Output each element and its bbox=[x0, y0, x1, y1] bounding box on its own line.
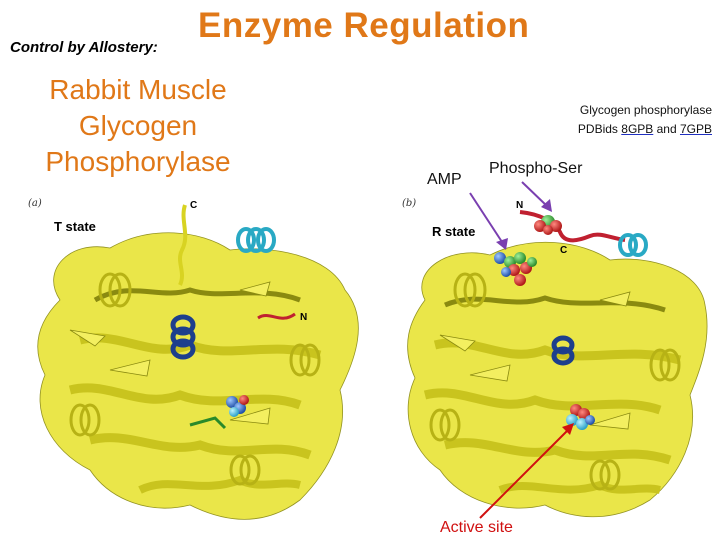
t-state-c-terminus: C bbox=[190, 200, 198, 211]
r-state-n-terminus: N bbox=[516, 200, 524, 211]
phospho-ser-balls bbox=[534, 215, 562, 235]
t-state-n-loop bbox=[257, 312, 296, 320]
subject-title: Rabbit Muscle Glycogen Phosphorylase bbox=[22, 72, 254, 180]
pdb-note-line1: Glycogen phosphorylase bbox=[579, 103, 712, 117]
panel-a-letter: (a) bbox=[28, 198, 42, 209]
subject-line-3: Phosphorylase bbox=[45, 146, 231, 177]
pdb-link-8gpb[interactable]: 8GPB bbox=[621, 122, 654, 136]
r-state-label: R state bbox=[432, 224, 476, 239]
r-state-helix-dark bbox=[551, 335, 575, 366]
phospho-ser-arrow bbox=[521, 181, 552, 212]
r-state-c-terminus: C bbox=[560, 245, 568, 256]
active-site-label: Active site bbox=[440, 519, 513, 536]
pdb-note-line2: PDBids 8GPB and 7GPB bbox=[530, 120, 712, 139]
pdb-note: Glycogen phosphorylase PDBids 8GPB and 7… bbox=[530, 101, 712, 139]
t-state-helix-dark bbox=[170, 314, 196, 360]
t-state-label: T state bbox=[54, 219, 96, 234]
amp-balls bbox=[494, 252, 537, 286]
t-state-helix-cyan bbox=[236, 227, 276, 253]
amp-arrow bbox=[469, 192, 508, 250]
r-state-helix-cyan bbox=[618, 233, 648, 257]
t-state-active-site-balls bbox=[189, 395, 249, 430]
r-state-active-site-balls bbox=[566, 404, 595, 430]
pdb-joiner: and bbox=[653, 122, 680, 136]
pdb-prefix: PDBids bbox=[577, 122, 622, 136]
page-title: Enzyme Regulation bbox=[198, 6, 530, 45]
panel-b-letter: (b) bbox=[402, 198, 417, 209]
t-state-structure bbox=[37, 204, 359, 520]
r-state-structure bbox=[407, 241, 708, 518]
amp-label: AMP bbox=[427, 171, 462, 188]
active-site-arrow bbox=[479, 423, 574, 519]
t-state-n-terminus: N bbox=[300, 312, 308, 323]
subject-line-1: Rabbit Muscle bbox=[49, 74, 227, 105]
control-by-allostery-label: Control by Allostery: bbox=[10, 39, 158, 56]
phospho-ser-label: Phospho-Ser bbox=[489, 160, 583, 177]
subject-line-2: Glycogen bbox=[78, 110, 198, 141]
pdb-link-7gpb[interactable]: 7GPB bbox=[679, 122, 712, 136]
